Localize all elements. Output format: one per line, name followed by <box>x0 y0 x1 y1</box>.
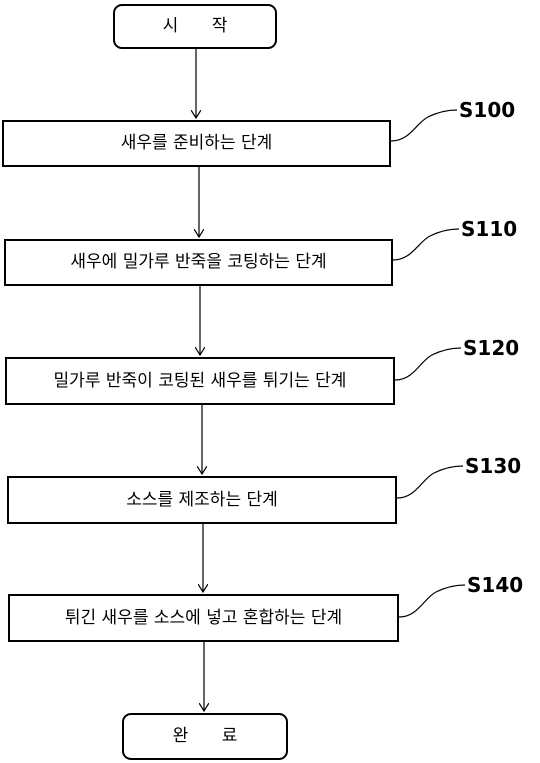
step-s120-label: S120 <box>463 336 520 360</box>
leader-s100 <box>390 109 458 142</box>
step-s110-label: S110 <box>461 217 518 241</box>
leader-s120 <box>394 347 462 381</box>
leader-s110 <box>392 228 460 261</box>
step-s140-box: 튀긴 새우를 소스에 넣고 혼합하는 단계 <box>8 594 399 642</box>
step-s130-label: S130 <box>465 454 522 478</box>
end-terminal: 완 료 <box>122 713 288 760</box>
step-s130-box: 소스를 제조하는 단계 <box>7 476 397 524</box>
step-s120-box: 밀가루 반죽이 코팅된 새우를 튀기는 단계 <box>5 357 395 405</box>
leader-s140 <box>398 584 466 618</box>
step-s140-label: S140 <box>467 573 524 597</box>
step-s110-box: 새우에 밀가루 반죽을 코팅하는 단계 <box>4 239 393 286</box>
step-s100-box: 새우를 준비하는 단계 <box>2 120 391 167</box>
start-terminal: 시 작 <box>113 4 277 49</box>
step-s100-label: S100 <box>459 98 516 122</box>
leader-s130 <box>396 465 464 499</box>
